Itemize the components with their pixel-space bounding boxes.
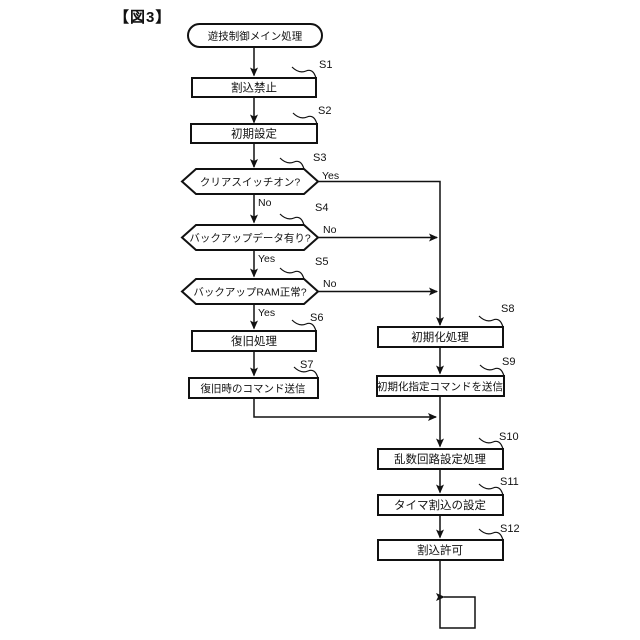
s7-step-tag: S7: [300, 359, 313, 371]
process-s8: [377, 326, 504, 348]
s4-no-label: No: [323, 224, 337, 236]
process-s10: [377, 448, 504, 470]
s10-step-tag: S10: [499, 431, 519, 443]
s5-yes-label: Yes: [258, 307, 275, 319]
decision-s4-label: バックアップデータ有り?: [189, 232, 310, 245]
process-s2: [190, 123, 318, 144]
decision-s3: [180, 168, 320, 195]
s3-yes-label: Yes: [322, 170, 339, 182]
s3-no-label: No: [258, 197, 272, 209]
figure-title: 【図3】: [114, 8, 171, 26]
s2-leader-line: [292, 112, 318, 125]
process-s12-label: 割込許可: [417, 543, 463, 557]
s1-step-tag: S1: [319, 59, 332, 71]
process-s6-label: 復旧処理: [231, 334, 277, 348]
start-terminal: [187, 23, 323, 48]
s7-leader-line: [293, 366, 319, 379]
s6-step-tag: S6: [310, 312, 323, 324]
process-s1: [191, 77, 317, 98]
edge-s3-yes-to-s8: [318, 180, 444, 326]
s12-step-tag: S12: [500, 523, 520, 535]
process-s11-label: タイマ割込の設定: [394, 498, 486, 512]
process-s9: [376, 375, 505, 397]
s4-leader-line: [279, 213, 305, 226]
process-s2-label: 初期設定: [231, 127, 277, 141]
process-s8-label: 初期化処理: [411, 330, 469, 344]
decision-s5-label: バックアップRAM正常?: [193, 286, 306, 299]
process-s11: [377, 494, 504, 516]
process-s12: [377, 539, 504, 561]
process-s9-label: 初期化指定コマンドを送信: [377, 380, 503, 393]
s4-yes-label: Yes: [258, 253, 275, 265]
s2-step-tag: S2: [318, 105, 331, 117]
s3-step-tag: S3: [313, 152, 326, 164]
process-s7: [188, 377, 319, 399]
s8-leader-line: [478, 315, 504, 328]
process-s7-label: 復旧時のコマンド送信: [201, 382, 306, 395]
s11-step-tag: S11: [500, 476, 519, 488]
s8-step-tag: S8: [501, 303, 514, 315]
s6-leader-line: [291, 319, 317, 332]
s12-leader-line: [478, 528, 504, 541]
process-s6: [191, 330, 317, 352]
s1-leader-line: [291, 66, 317, 79]
process-s10-label: 乱数回路設定処理: [394, 452, 486, 466]
process-s1-label: 割込禁止: [231, 81, 277, 95]
edge-s7-to-join: [253, 398, 437, 421]
decision-s4: [180, 224, 320, 251]
start-terminal-label: 遊技制御メイン処理: [208, 30, 303, 43]
decision-s3-label: クリアスイッチオン?: [200, 177, 300, 189]
s10-leader-line: [478, 437, 504, 450]
s4-step-tag: S4: [315, 202, 328, 214]
edge-s12-loop: [436, 560, 476, 629]
s11-leader-line: [478, 483, 504, 496]
decision-s5: [180, 278, 320, 305]
s9-step-tag: S9: [502, 356, 515, 368]
s5-no-label: No: [323, 278, 337, 290]
s5-leader-line: [279, 267, 305, 280]
s3-leader-line: [279, 157, 305, 170]
s9-leader-line: [479, 364, 505, 377]
s5-step-tag: S5: [315, 256, 328, 268]
